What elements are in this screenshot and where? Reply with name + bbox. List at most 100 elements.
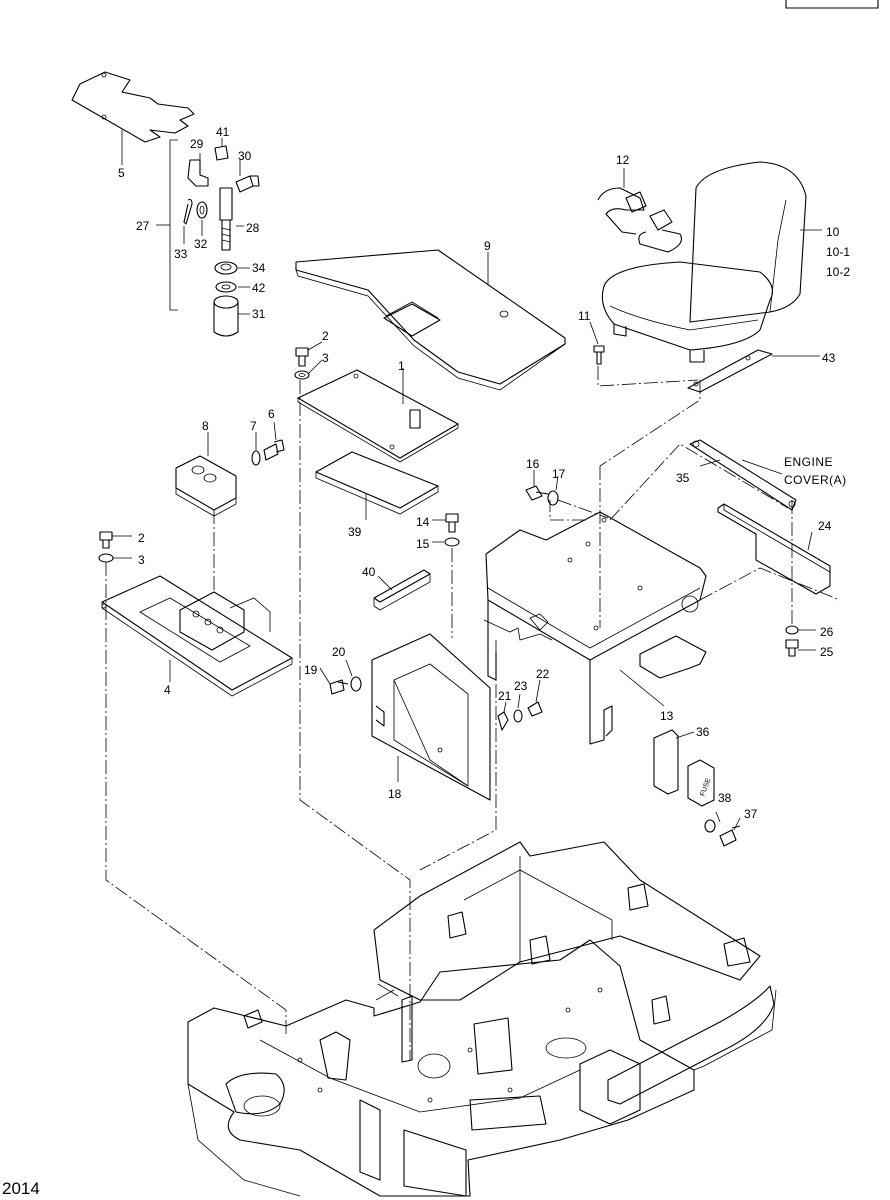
part-1-cover-plate <box>297 369 459 463</box>
callout-labels: 1 2 3 2 3 4 5 6 7 8 9 10 10-1 10-2 11 12… <box>118 125 850 821</box>
callout-8: 8 <box>202 419 209 433</box>
callout-10-1: 10-1 <box>826 245 850 259</box>
callout-17: 17 <box>552 467 566 481</box>
callout-28: 28 <box>246 221 260 235</box>
part-23-washer <box>513 709 523 723</box>
callout-12: 12 <box>616 153 630 167</box>
callout-43: 43 <box>822 351 836 365</box>
part-9-floor-plate <box>295 249 566 391</box>
callout-34: 34 <box>252 261 266 275</box>
callout-23: 23 <box>514 679 528 693</box>
part-19-bolt <box>329 679 349 695</box>
part-12-seat-belt <box>597 187 683 253</box>
part-25-bolt <box>785 639 799 657</box>
part-7-washer <box>251 450 261 466</box>
callout-3-top: 3 <box>322 351 329 365</box>
callout-5: 5 <box>118 166 125 180</box>
part-11-bolt <box>593 345 605 365</box>
part-5-plate <box>71 71 195 143</box>
engine-cover-line-2: COVER(A) <box>784 473 847 487</box>
part-2-bolt-top <box>295 347 309 367</box>
corner-frame <box>785 0 879 9</box>
part-20-washer <box>350 676 362 692</box>
part-8-bracket <box>175 455 237 517</box>
callout-2-top: 2 <box>322 329 329 343</box>
part-41-block <box>214 145 229 161</box>
callout-1: 1 <box>398 359 405 373</box>
callout-7: 7 <box>250 419 257 433</box>
callout-40: 40 <box>362 565 376 579</box>
callout-37: 37 <box>744 807 758 821</box>
callout-41: 41 <box>216 125 230 139</box>
callout-4: 4 <box>164 683 171 697</box>
part-10-seat <box>601 161 807 363</box>
part-6-bolt <box>263 439 285 461</box>
part-36-fuse-holder: FUSE <box>653 729 715 807</box>
callout-31: 31 <box>252 307 266 321</box>
part-38-washer <box>704 819 716 833</box>
part-18-panel <box>371 633 491 801</box>
part-16-bolt <box>525 485 549 501</box>
callout-10: 10 <box>826 225 840 239</box>
part-4-mount-plate <box>101 575 293 697</box>
part-34-nut <box>214 261 238 275</box>
year-label: 2014 <box>2 1179 40 1198</box>
part-21-clip <box>497 711 509 731</box>
callout-30: 30 <box>238 149 252 163</box>
callout-2-left: 2 <box>138 531 145 545</box>
part-32-washer <box>196 201 208 219</box>
callout-24: 24 <box>818 519 832 533</box>
callout-33: 33 <box>174 247 188 261</box>
part-14-bolt <box>445 513 459 533</box>
engine-cover-label: ENGINE COVER(A) <box>784 455 847 487</box>
callout-21: 21 <box>498 689 512 703</box>
part-13-seat-frame <box>483 511 707 745</box>
part-28-pin <box>219 187 233 251</box>
engine-cover-line-1: ENGINE <box>784 455 833 469</box>
callout-3-left: 3 <box>138 553 145 567</box>
fuse-label: FUSE <box>699 777 712 797</box>
callout-32: 32 <box>194 237 208 251</box>
callout-38: 38 <box>718 791 732 805</box>
callout-26: 26 <box>820 625 834 639</box>
callout-36: 36 <box>696 725 710 739</box>
part-42-washer <box>215 281 237 293</box>
callout-18: 18 <box>388 787 402 801</box>
part-37-bolt <box>719 825 741 847</box>
callout-13: 13 <box>660 709 674 723</box>
part-2-bolt-left <box>99 531 113 549</box>
callout-25: 25 <box>820 645 834 659</box>
callout-42: 42 <box>252 281 266 295</box>
part-15-washer <box>444 537 460 547</box>
part-29-bracket <box>187 159 209 187</box>
callout-27: 27 <box>136 219 150 233</box>
callout-6: 6 <box>268 407 275 421</box>
part-3-washer-left <box>98 553 114 563</box>
callout-29: 29 <box>190 137 204 151</box>
part-22-bolt <box>527 701 543 717</box>
part-40-bar <box>373 569 431 611</box>
part-39-pad <box>315 451 439 515</box>
part-3-washer-top <box>294 370 310 380</box>
part-33-pin <box>183 198 193 225</box>
callout-35: 35 <box>676 471 690 485</box>
callout-20: 20 <box>332 645 346 659</box>
callout-10-2: 10-2 <box>826 265 850 279</box>
part-31-bushing <box>213 295 239 337</box>
part-17-washer <box>547 490 559 506</box>
callout-22: 22 <box>536 667 550 681</box>
callout-39: 39 <box>348 525 362 539</box>
callout-14: 14 <box>416 515 430 529</box>
part-35-link <box>689 439 797 511</box>
part-24-cover <box>717 503 831 595</box>
callout-16: 16 <box>526 457 540 471</box>
callout-11: 11 <box>578 309 591 323</box>
callout-19: 19 <box>304 663 318 677</box>
part-30-bolt <box>235 175 260 193</box>
part-26-washer <box>785 625 799 635</box>
part-43-slide-rail <box>687 349 773 393</box>
callout-15: 15 <box>416 537 430 551</box>
base-frame <box>187 841 777 1197</box>
callout-9: 9 <box>484 239 491 253</box>
